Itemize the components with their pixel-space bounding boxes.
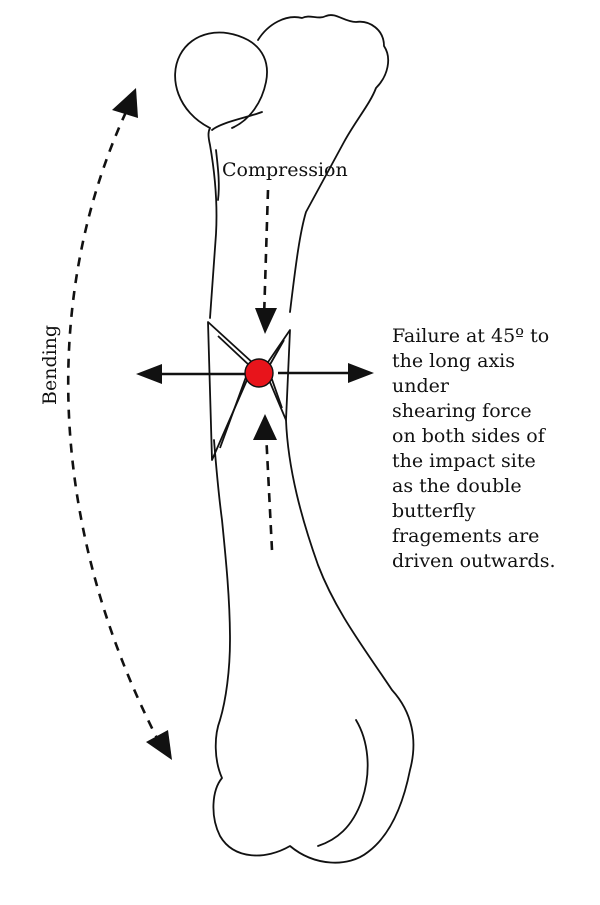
failure-line: driven outwards. bbox=[392, 550, 556, 572]
bending-arc bbox=[66, 111, 162, 745]
outward-arrowhead-right bbox=[348, 363, 374, 383]
failure-line: Failure at 45º to bbox=[392, 325, 550, 347]
failure-line: on both sides of bbox=[392, 425, 545, 447]
failure-line: as the double bbox=[392, 475, 522, 497]
shaft-lateral-edge bbox=[212, 419, 415, 864]
left-butterfly-fragment bbox=[207, 321, 255, 461]
failure-line: fragements are bbox=[392, 525, 540, 547]
failure-line: shearing force bbox=[392, 400, 532, 422]
failure-description: Failure at 45º to the long axis under sh… bbox=[392, 324, 592, 574]
condyle-notch bbox=[317, 719, 369, 847]
compression-arrow-top bbox=[262, 189, 270, 319]
compression-arrow-bottom bbox=[264, 431, 274, 551]
femur-outline bbox=[174, 14, 415, 864]
compression-arrows bbox=[262, 189, 274, 551]
left-butterfly-inner bbox=[217, 335, 251, 449]
compression-arrowhead-bottom bbox=[253, 414, 277, 440]
right-butterfly-fragment bbox=[263, 329, 291, 421]
bending-arrowhead-top bbox=[112, 88, 138, 118]
femoral-neck-inner bbox=[211, 111, 263, 131]
outward-arrows bbox=[154, 371, 356, 376]
compression-arrowhead-top bbox=[255, 308, 277, 334]
impact-point bbox=[244, 358, 274, 388]
bending-label: Bending bbox=[39, 324, 61, 405]
butterfly-fragments bbox=[207, 321, 291, 461]
outward-arrowhead-left bbox=[136, 364, 162, 384]
shaft-medial-edge bbox=[207, 127, 218, 319]
failure-line: the long axis bbox=[392, 350, 515, 372]
femoral-head bbox=[174, 31, 268, 129]
lesser-trochanter-line bbox=[215, 149, 220, 201]
failure-line: the impact site bbox=[392, 450, 536, 472]
failure-line: under bbox=[392, 375, 449, 397]
bending-arrowhead-bottom bbox=[146, 730, 172, 760]
compression-label: Compression bbox=[222, 159, 348, 181]
greater-trochanter bbox=[257, 14, 390, 313]
failure-line: butterfly bbox=[392, 500, 476, 522]
